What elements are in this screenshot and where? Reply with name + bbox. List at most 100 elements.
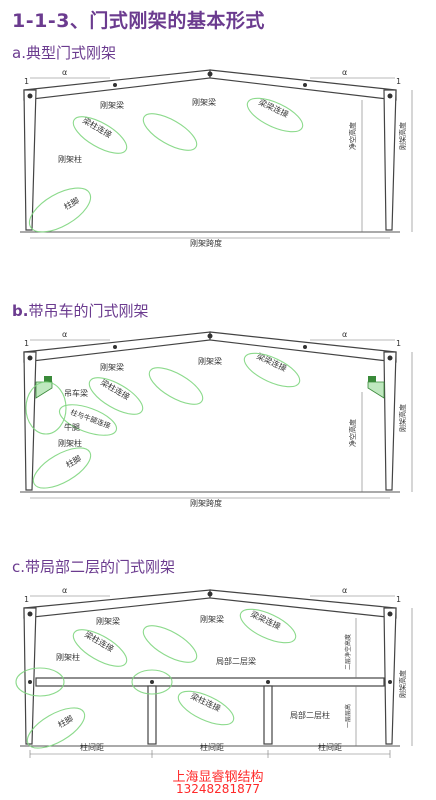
rafter-right (209, 589, 397, 619)
slope-alpha-right: α (342, 330, 347, 339)
frame-diagram-b: α α 1 1 刚架跨度 净空高度 刚架高度 刚架梁 刚架梁 梁梁连接 梁柱连接… (20, 330, 413, 508)
beam-b-label: 刚架梁 (198, 357, 222, 366)
frame-height-label: 刚架高度 (398, 670, 407, 698)
mezz-link-highlight (177, 690, 235, 726)
slope-one-right: 1 (396, 595, 401, 604)
beam-col-link-highlight (72, 629, 128, 667)
beam-link-label: 梁梁连接 (257, 97, 290, 120)
mezz-col-label: 局部二层柱 (290, 710, 330, 720)
joint-right (387, 355, 393, 361)
slope-alpha-right: α (342, 586, 347, 595)
joint-mid-right (303, 83, 307, 87)
mezz-beam-col-link-label: 梁柱连接 (189, 691, 222, 714)
beam-col-link-highlight (88, 377, 144, 415)
frame-diagram-c: α α 1 1 柱间距 柱间距 柱间距 二层净空高度 一层层高 刚架高度 刚架梁… (15, 586, 413, 758)
bracket-label: 牛腿 (64, 422, 80, 432)
slope-alpha-left: α (62, 68, 67, 77)
clear-height-label: 净空高度 (348, 122, 357, 150)
joint-mid-left (113, 83, 117, 87)
section-c-prefix: c. (12, 558, 26, 576)
slope-one-left: 1 (24, 595, 29, 604)
joint-left (27, 611, 33, 617)
bay-1-label: 柱间距 (80, 742, 104, 752)
beam-b-label: 刚架梁 (192, 98, 216, 107)
base-highlight (28, 187, 92, 233)
mezz-mid-highlight (131, 669, 173, 695)
joint-ridge (207, 71, 213, 77)
base-highlight (26, 707, 86, 749)
beam-col-link-label: 梁柱连接 (81, 115, 114, 140)
crane-beam-label: 吊车梁 (64, 388, 88, 398)
beam-a-label: 刚架梁 (100, 101, 124, 110)
mezz-beam-label: 局部二层梁 (216, 656, 256, 666)
mezzanine-beam (35, 677, 385, 687)
column-left (23, 89, 37, 231)
base-label: 柱脚 (62, 195, 81, 212)
joint-mezz-2 (266, 680, 270, 684)
joint-mezz-1 (150, 680, 154, 684)
base-highlight (32, 447, 92, 489)
frame-height-label: 刚架高度 (398, 404, 407, 432)
bracket-link-highlight (58, 404, 118, 436)
lower-clear-label: 一层层高 (344, 704, 352, 728)
beam-link-highlight (243, 352, 301, 388)
upper-clear-label: 二层净空高度 (344, 634, 352, 670)
frame-diagram-a: α α 1 1 刚架跨度 净空高度 刚架高度 刚架梁 刚架梁 梁梁连接 梁柱连接… (20, 68, 413, 248)
joint-left (27, 355, 33, 361)
slope-one-left: 1 (24, 339, 29, 348)
frame-height-label: 刚架高度 (398, 122, 407, 150)
page-title: 1-1-3、门式刚架的基本形式 (12, 10, 265, 32)
beam-col-link-label: 梁柱连接 (99, 377, 132, 402)
beam-highlight (142, 625, 198, 663)
joint-mezz-right (388, 680, 392, 684)
column-right (383, 607, 397, 745)
column-label: 刚架柱 (58, 154, 82, 164)
crane-beam-left (44, 376, 52, 382)
clear-height-label: 净空高度 (348, 419, 357, 447)
base-label: 柱脚 (56, 713, 75, 730)
crane-beam-right (368, 376, 376, 382)
joint-left (27, 93, 33, 99)
slope-one-right: 1 (396, 77, 401, 86)
mezz-left-highlight (15, 667, 65, 697)
footer-phone: 13248281877 (176, 782, 260, 796)
joint-mid-right (303, 345, 307, 349)
joint-ridge (207, 591, 213, 597)
beam-highlight (148, 367, 204, 405)
joint-ridge (207, 333, 213, 339)
joint-mezz-left (28, 680, 32, 684)
beam-col-link-label: 梁柱连接 (83, 629, 116, 654)
slope-alpha-left: α (62, 586, 67, 595)
section-b-name: 带吊车的门式刚架 (28, 302, 149, 320)
beam-link-highlight (239, 608, 297, 644)
section-a-name: 典型门式刚架 (25, 44, 116, 62)
base-label: 柱脚 (64, 453, 83, 470)
span-label: 刚架跨度 (190, 498, 222, 508)
mezz-column-1 (147, 685, 157, 745)
span-label: 刚架跨度 (190, 238, 222, 248)
column-label: 刚架柱 (56, 652, 80, 662)
bracket-highlight (25, 381, 67, 435)
slope-one-left: 1 (24, 77, 29, 86)
footer-company: 上海显睿钢结构 (172, 770, 264, 785)
column-label: 刚架柱 (58, 438, 82, 448)
beam-link-highlight (246, 97, 304, 133)
slope-one-right: 1 (396, 339, 401, 348)
beam-a-label: 刚架梁 (100, 363, 124, 372)
column-right (383, 89, 397, 231)
joint-right (387, 611, 393, 617)
beam-col-link-highlight (72, 116, 128, 154)
bay-2-label: 柱间距 (200, 742, 224, 752)
section-a-title: a.典型门式刚架 (12, 42, 116, 63)
slope-alpha-right: α (342, 68, 347, 77)
column-left (23, 607, 37, 745)
section-b-prefix: b. (12, 302, 29, 320)
beam-highlight (142, 113, 198, 151)
joint-right (387, 93, 393, 99)
joint-mid-left (113, 345, 117, 349)
mezz-column-2 (263, 685, 273, 745)
section-c-title: c.带局部二层的门式刚架 (12, 556, 175, 577)
beam-b-label: 刚架梁 (200, 615, 224, 624)
section-c-name: 带局部二层的门式刚架 (25, 558, 176, 576)
column-left (23, 351, 37, 491)
